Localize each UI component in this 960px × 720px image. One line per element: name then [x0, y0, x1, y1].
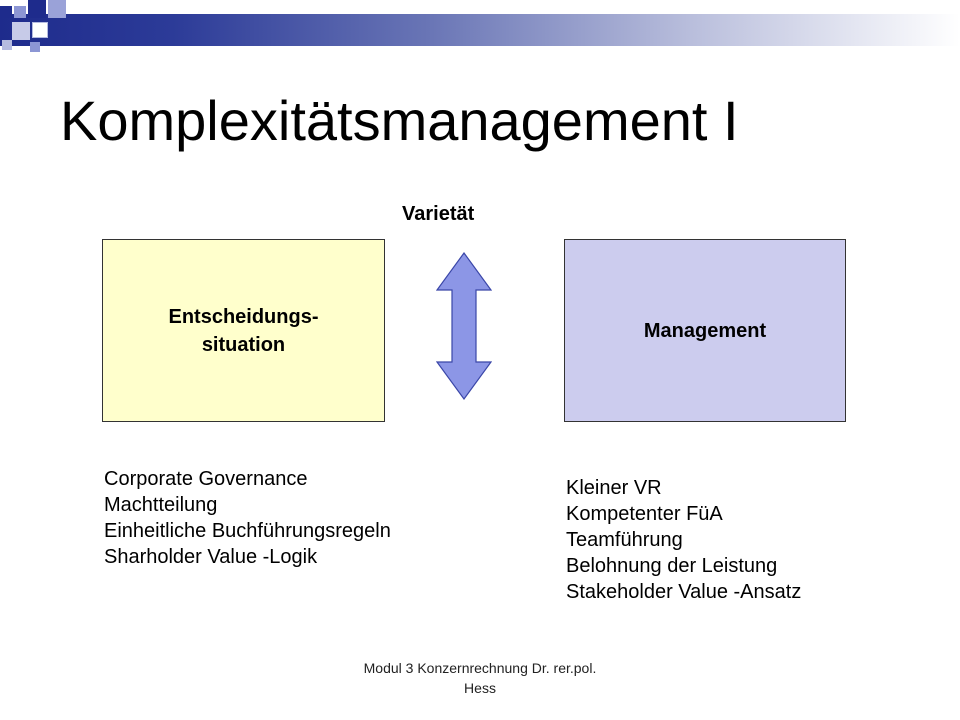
governance-list: Corporate Governance Machtteilung Einhei…	[104, 466, 391, 570]
list-item: Kompetenter FüA	[566, 503, 723, 525]
decision-situation-label: Entscheidungs- situation	[168, 303, 318, 359]
list-item: Kleiner VR	[566, 477, 662, 499]
deco-square	[14, 6, 26, 18]
deco-square	[0, 6, 12, 18]
list-item: Teamführung	[566, 529, 683, 551]
slide-footer: Modul 3 Konzernrechnung Dr. rer.pol. Hes…	[330, 658, 630, 698]
deco-square	[48, 0, 66, 18]
management-list: Kleiner VR Kompetenter FüA Teamführung B…	[566, 475, 801, 605]
list-item: Sharholder Value -Logik	[104, 546, 318, 568]
double-vertical-arrow-icon	[436, 252, 492, 400]
footer-line2: Hess	[464, 680, 496, 696]
decision-situation-box: Entscheidungs- situation	[102, 239, 385, 422]
slide-title: Komplexitätsmanagement I	[60, 89, 739, 152]
footer-line1: Modul 3 Konzernrechnung Dr. rer.pol.	[363, 660, 597, 676]
deco-square	[32, 22, 48, 38]
management-label: Management	[643, 319, 767, 342]
list-item: Corporate Governance	[104, 468, 308, 490]
deco-square	[2, 40, 12, 50]
management-box: Management	[564, 239, 846, 422]
deco-square	[28, 0, 46, 18]
variety-label: Varietät	[402, 203, 475, 225]
deco-square	[30, 42, 40, 52]
deco-square	[12, 22, 30, 40]
decision-situation-line2: situation	[201, 333, 286, 356]
header-gradient-band	[0, 14, 960, 46]
list-item: Belohnung der Leistung	[566, 555, 778, 577]
list-item: Machtteilung	[104, 494, 218, 516]
list-item: Stakeholder Value -Ansatz	[566, 581, 802, 603]
list-item: Einheitliche Buchführungsregeln	[104, 520, 391, 542]
decision-situation-line1: Entscheidungs-	[168, 305, 319, 328]
